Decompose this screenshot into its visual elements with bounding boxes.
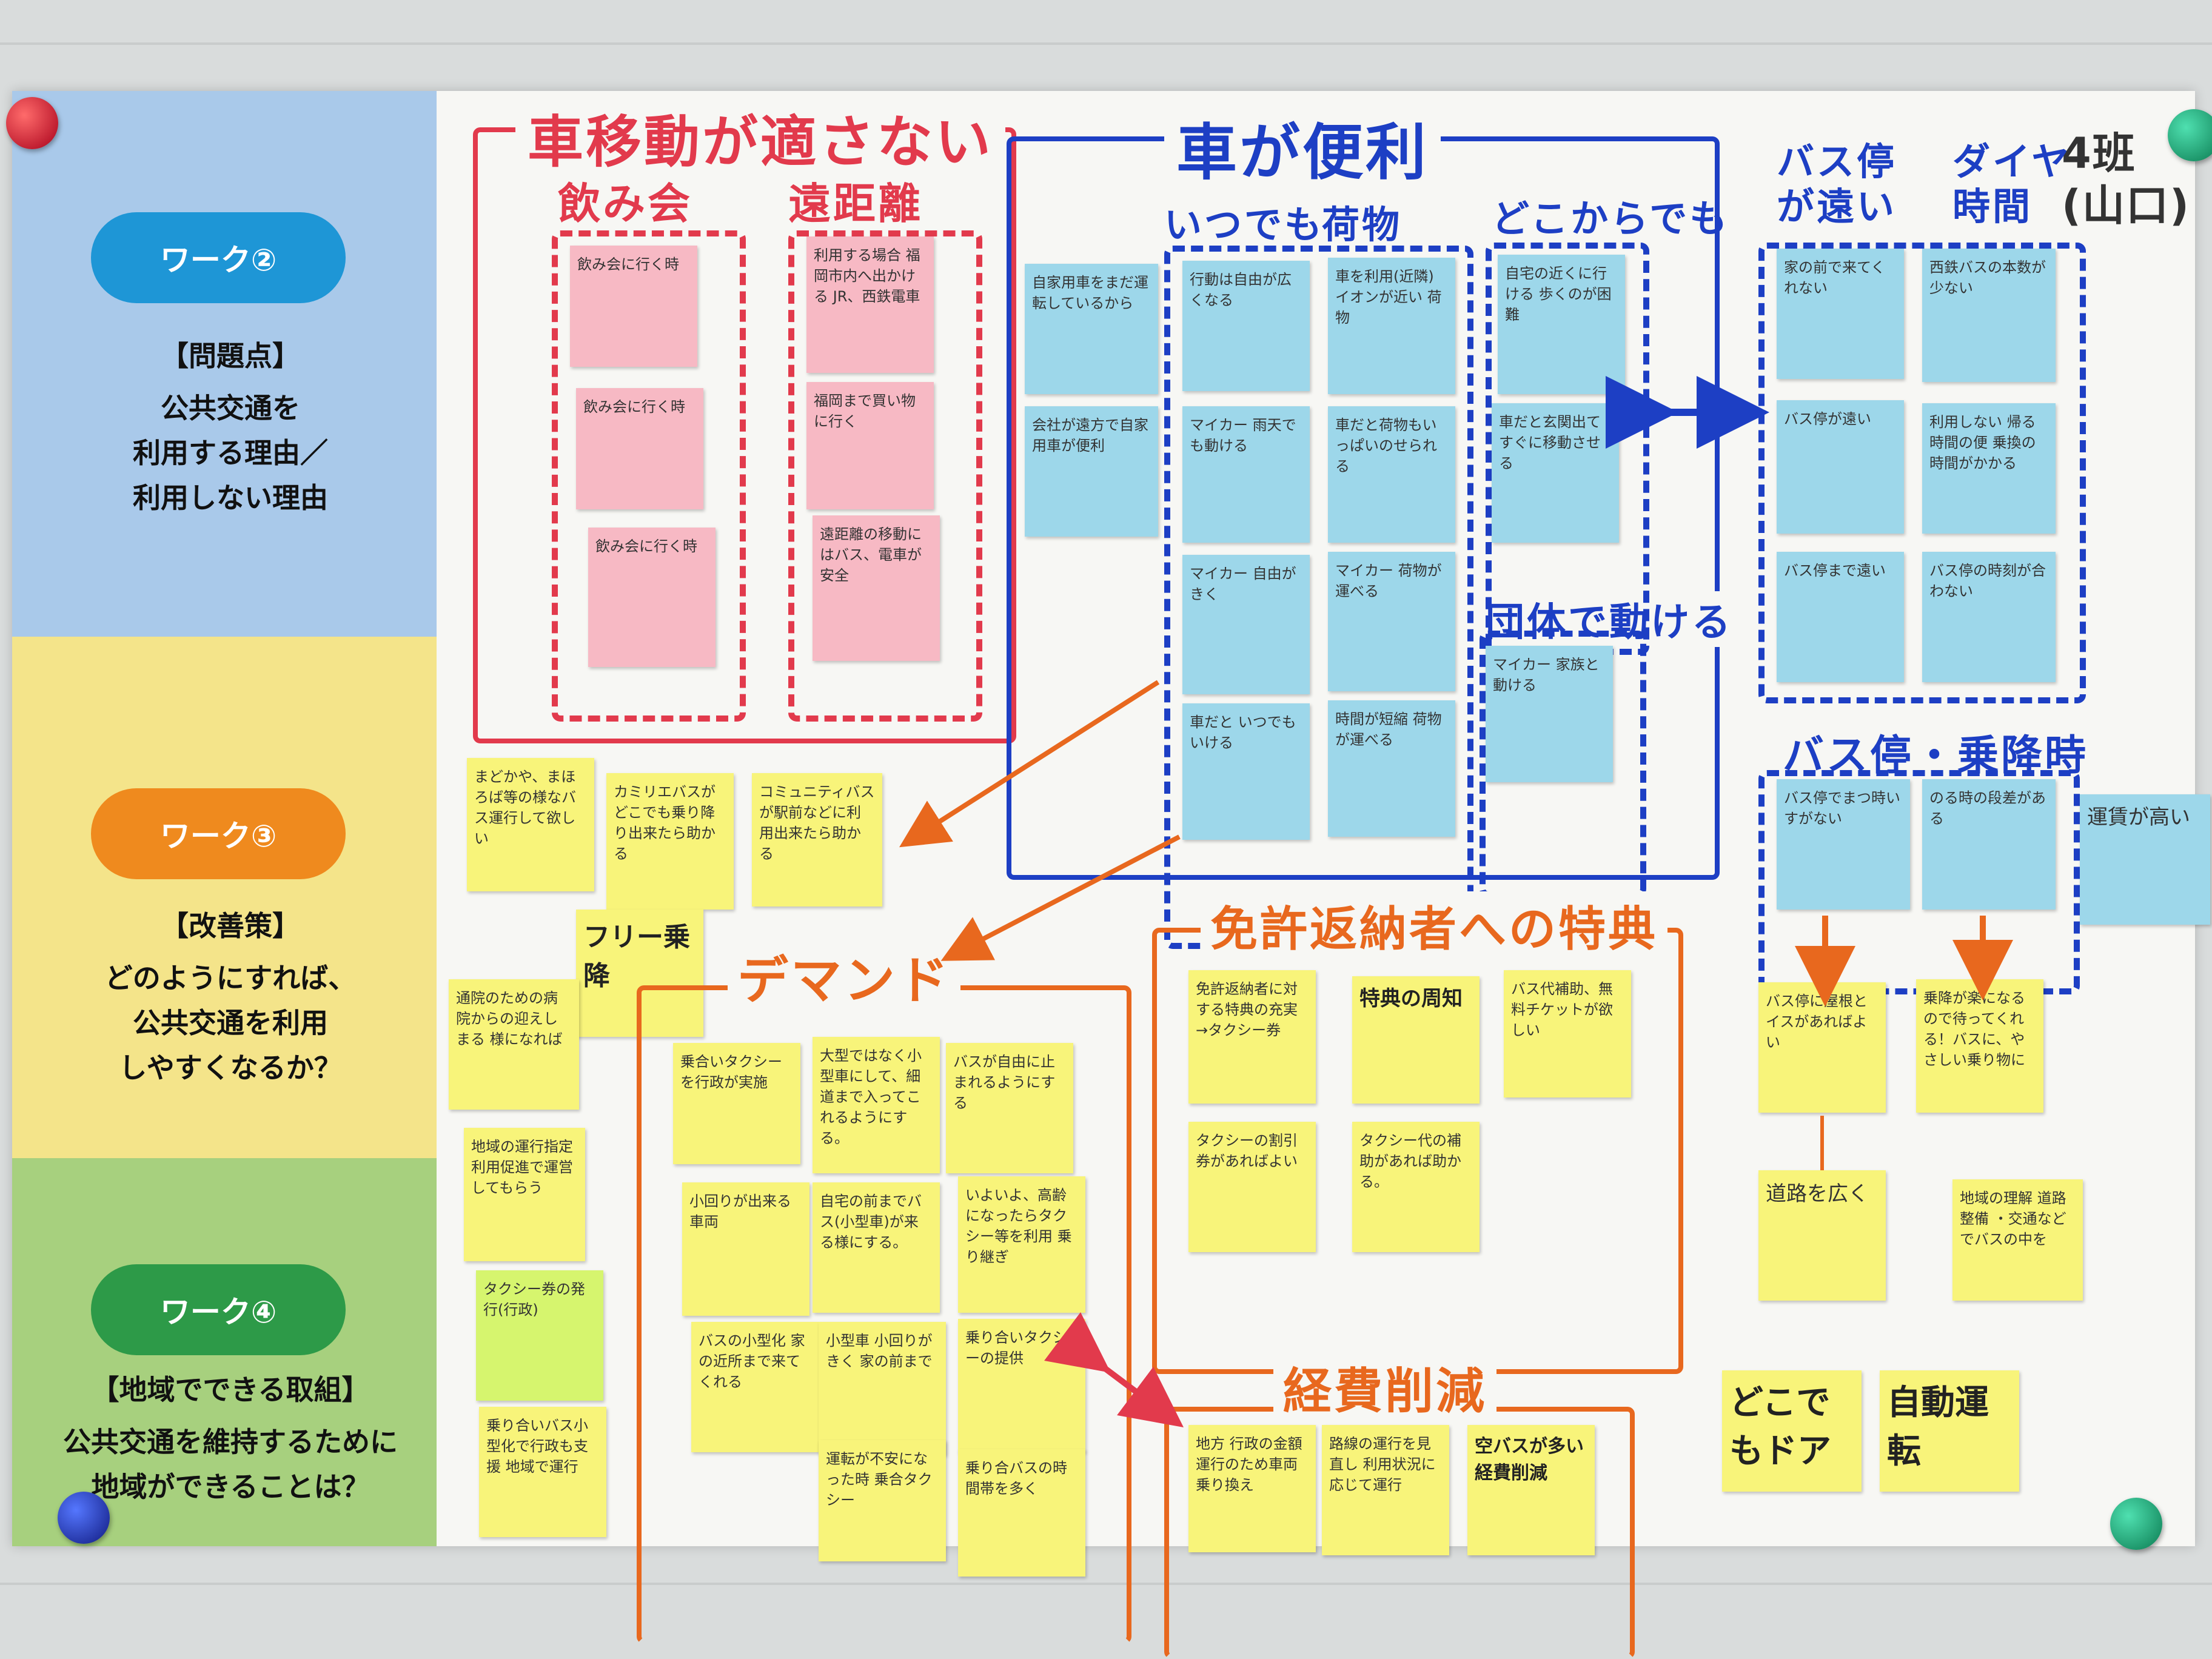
- timetable-label: ダイヤ時間: [1952, 139, 2072, 229]
- group-label: 4班 (山口): [2062, 129, 2190, 230]
- sticky-note: 地域の運行指定 利用促進で運営してもらう: [464, 1128, 585, 1261]
- sticky-note: 西鉄バスの本数が少ない: [1922, 249, 2056, 382]
- sticky-note: 乗合いタクシーを行政が実施: [673, 1043, 800, 1164]
- blue-pushpin: [58, 1492, 110, 1544]
- sticky-note: どこでもドア: [1722, 1370, 1862, 1492]
- sticky-note: カミリエバスがどこでも乗り降り出来たら助かる: [606, 773, 734, 910]
- red-pushpin: [6, 97, 58, 149]
- sticky-note: 免許返納者に対する特典の充実 →タクシー券: [1188, 970, 1316, 1104]
- sidebar: ワーク② 【問題点】 公共交通を 利用する理由／ 利用しない理由 ワーク③ 【改…: [12, 91, 437, 1546]
- sticky-note: 通院のための病院からの迎えしまる 様になれば: [449, 979, 579, 1110]
- sticky-note: 空バスが多い 経費削減: [1467, 1425, 1595, 1555]
- sticky-note: 路線の運行を見直し 利用状況に応じて運行: [1322, 1425, 1449, 1555]
- sticky-note: 飲み会に行く時: [576, 388, 703, 509]
- anywhere-label: どこからでも: [1492, 196, 1730, 241]
- double-arrow-red: [1044, 1312, 1184, 1427]
- sticky-note: 遠距離の移動にはバス、電車が安全: [813, 515, 940, 661]
- sticky-note: バス停の時刻が合わない: [1922, 552, 2056, 682]
- sticky-note: いよいよ、高齢になったらタクシー等を利用 乗り継ぎ: [958, 1176, 1085, 1313]
- bus-stop-dashed-box: [1758, 243, 2086, 703]
- sticky-note: 飲み会に行く時: [588, 528, 716, 667]
- sticky-note: マイカー 家族と動ける: [1486, 646, 1613, 782]
- sticky-note: 乗り合いバス小型化で行政も支援 地域で運行: [479, 1407, 606, 1537]
- work2-heading: 【問題点】: [161, 340, 300, 372]
- work4-body: 公共交通を維持するために 地域ができることは？: [63, 1426, 398, 1503]
- group-move-label: 団体で動ける: [1486, 591, 1733, 647]
- sticky-note: 特典の周知: [1352, 976, 1480, 1104]
- long-distance-dashed-box: [788, 230, 982, 722]
- sticky-note: 時間が短縮 荷物が運べる: [1328, 700, 1455, 837]
- sticky-note: コミュニティバスが駅前などに利用出来たら助かる: [752, 773, 882, 907]
- sticky-note: タクシー券の発行(行政): [476, 1270, 603, 1401]
- sticky-note: 家の前で来てくれない: [1777, 249, 1904, 379]
- sticky-note: 福岡まで買い物に行く: [806, 382, 934, 509]
- sticky-note: 車だと荷物もいっぱいのせられる: [1328, 406, 1455, 543]
- cost-title: 経費削減: [1273, 1352, 1496, 1423]
- poster: ワーク② 【問題点】 公共交通を 利用する理由／ 利用しない理由 ワーク③ 【改…: [12, 91, 2210, 1659]
- sticky-note: 車だと いつでもいける: [1182, 703, 1310, 840]
- band-work3: [12, 637, 437, 1158]
- sticky-note: 利用しない 帰る時間の便 乗換の時間がかかる: [1922, 403, 2056, 534]
- work3-pill: ワーク③: [91, 788, 346, 879]
- sticky-note: 道路を広く: [1758, 1170, 1886, 1301]
- sticky-note: タクシーの割引券があればよい: [1188, 1122, 1316, 1252]
- sticky-note: 地域の理解 道路整備 ・交通などでバスの中を: [1952, 1179, 2083, 1301]
- work4-pill: ワーク④: [91, 1264, 346, 1355]
- drinking-label: 飲み会: [558, 179, 692, 229]
- sticky-note: 運転が不安になった時 乗合タクシー: [819, 1440, 946, 1561]
- arrows-overlay: [899, 376, 2013, 1427]
- green-pushpin: [2168, 109, 2212, 161]
- sticky-note: 大型ではなく小型車にして、細道まで入ってこれるようにする。: [813, 1037, 940, 1173]
- sticky-note: タクシー代の補助があれば助かる。: [1352, 1122, 1480, 1252]
- work2-pill: ワーク②: [91, 212, 346, 303]
- demand-title: デマンド: [728, 940, 961, 1013]
- sticky-note: バス代補助、無料チケットが欲しい: [1504, 970, 1631, 1098]
- arrow-to-free-boarding: [899, 680, 1160, 848]
- sticky-note: 利用する場合 福岡市内へ出かける JR、西鉄電車: [806, 236, 934, 373]
- sticky-note: 会社が遠方で自家用車が便利: [1025, 406, 1158, 537]
- sticky-note: バス停まで遠い: [1777, 552, 1904, 682]
- sticky-note: 小回りが出来る車両: [682, 1182, 809, 1316]
- anytime-label: いつでも: [1164, 203, 1325, 247]
- sticky-note: 小型車 小回りがきく 家の前まで: [819, 1322, 946, 1455]
- sticky-note: 乗降が楽になるので待ってくれる！バスに、やさしい乗り物に: [1916, 979, 2043, 1113]
- band-work2: [12, 91, 437, 637]
- sticky-note: まどかや、まほろば等の様なバス運行して欲しい: [467, 758, 594, 891]
- sticky-note: 自宅の前までバス(小型車)が来る様にする。: [813, 1182, 940, 1313]
- sticky-note: バス停が遠い: [1777, 400, 1904, 534]
- sticky-note: マイカー 自由がきく: [1182, 555, 1310, 694]
- bus-stop-far-label: バス停が遠い: [1777, 139, 1897, 229]
- sticky-note: 飲み会に行く時: [570, 246, 697, 367]
- car-unsuitable-title: 車移動が適さない: [515, 97, 1006, 178]
- sticky-note: 車だと玄関出てすぐに移動させる: [1492, 403, 1619, 543]
- arrow-to-demand: [940, 834, 1181, 961]
- sticky-note: マイカー 荷物が運べる: [1328, 552, 1455, 691]
- work2-body: 公共交通を 利用する理由／ 利用しない理由: [133, 392, 328, 514]
- work3-heading: 【改善策】: [161, 910, 300, 942]
- long-distance-label: 遠距離: [788, 179, 923, 229]
- sticky-note: 乗り合バスの時間帯を多く: [958, 1449, 1085, 1577]
- sticky-note: のる時の段差がある: [1922, 779, 2056, 910]
- car-convenient-title: 車が便利: [1164, 103, 1441, 191]
- sticky-note: 自宅の近くに行ける 歩くのが困難: [1498, 255, 1625, 394]
- sticky-note: 地方 行政の金額 運行のため車両 乗り換え: [1188, 1425, 1316, 1552]
- sticky-note: マイカー 雨天でも動ける: [1182, 406, 1310, 543]
- work4-heading: 【地域でできる取組】: [91, 1373, 370, 1406]
- sticky-note: 自動運転: [1880, 1370, 2019, 1492]
- sticky-note: 運賃が高い: [2080, 794, 2210, 925]
- green-pushpin: [2110, 1498, 2162, 1550]
- license-title: 免許返納者への特典: [1201, 891, 1668, 959]
- luggage-label: 荷物: [1322, 203, 1403, 247]
- drinking-dashed-box: [552, 230, 746, 722]
- work3-body: どのようにすれば、 公共交通を利用 しやすくなるか？: [104, 962, 357, 1084]
- sticky-note: 自家用車をまだ運転しているから: [1025, 264, 1158, 394]
- sticky-note: バス停でまつ時いすがない: [1777, 779, 1910, 910]
- sticky-note: バスが自由に止まれるようにする: [946, 1043, 1073, 1173]
- sticky-note: 車を利用(近隣) イオンが近い 荷物: [1328, 258, 1455, 394]
- sticky-note: バスの小型化 家の近所まで来てくれる: [691, 1322, 819, 1452]
- sticky-note: 行動は自由が広くなる: [1182, 261, 1310, 391]
